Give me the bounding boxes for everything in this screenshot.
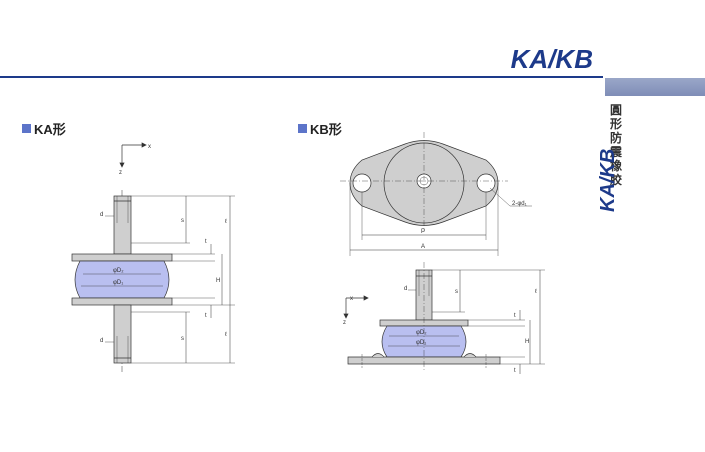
kb-d: d bbox=[404, 286, 407, 292]
section-ka-heading: KA形 bbox=[22, 119, 66, 138]
section-square-icon bbox=[22, 124, 31, 133]
kb-s: s bbox=[455, 289, 458, 295]
kb-hole: 2-φd₁ bbox=[512, 201, 527, 207]
ka-d-bot: d bbox=[100, 338, 103, 344]
section-square-icon bbox=[298, 124, 307, 133]
ka-H: H bbox=[216, 278, 220, 284]
kb-H: H bbox=[525, 339, 529, 345]
section-kb-heading: KB形 bbox=[298, 119, 342, 138]
title-rule bbox=[0, 76, 603, 78]
kb-side-view bbox=[343, 262, 545, 374]
kb-top-labels: 2-φd₁ P A bbox=[421, 201, 527, 250]
ka-l-bot: ℓ bbox=[225, 331, 227, 338]
side-vertical-text: 圓形防震橡胶 bbox=[609, 103, 622, 187]
ka-labels: x z d s ℓ t φD₂ φD₁ H t s ℓ d bbox=[100, 144, 227, 344]
ka-t-top: t bbox=[205, 239, 207, 245]
section-kb-label: KB形 bbox=[310, 122, 342, 137]
kb-P: P bbox=[421, 229, 425, 235]
ka-D1: φD₁ bbox=[113, 280, 123, 286]
kb-l: ℓ bbox=[535, 288, 537, 295]
section-ka-label: KA形 bbox=[34, 122, 66, 137]
kb-D1: φD₁ bbox=[416, 340, 426, 346]
kb-t-top: t bbox=[514, 313, 516, 319]
side-tab-bar bbox=[605, 78, 705, 96]
kb-side-labels: x z d s ℓ t φD₂ φD₁ H t bbox=[343, 286, 537, 374]
ka-l-top: ℓ bbox=[225, 218, 227, 225]
kb-D2: φD₂ bbox=[416, 330, 427, 336]
kb-A: A bbox=[421, 244, 425, 250]
kb-top-view bbox=[340, 132, 532, 256]
ka-D2: φD₂ bbox=[113, 268, 124, 274]
page-title: KA/KB bbox=[510, 44, 593, 74]
ka-t-bot: t bbox=[205, 313, 207, 319]
ka-axis-z: z bbox=[119, 170, 122, 176]
ka-drawing bbox=[71, 142, 235, 372]
ka-d-top: d bbox=[100, 212, 103, 218]
ka-s-top: s bbox=[181, 218, 184, 224]
kb-axis-z: z bbox=[343, 320, 346, 326]
ka-s-bot: s bbox=[181, 336, 184, 342]
kb-axis-x: x bbox=[350, 296, 353, 302]
ka-axis-x: x bbox=[148, 144, 151, 150]
kb-t-bot: t bbox=[514, 368, 516, 374]
